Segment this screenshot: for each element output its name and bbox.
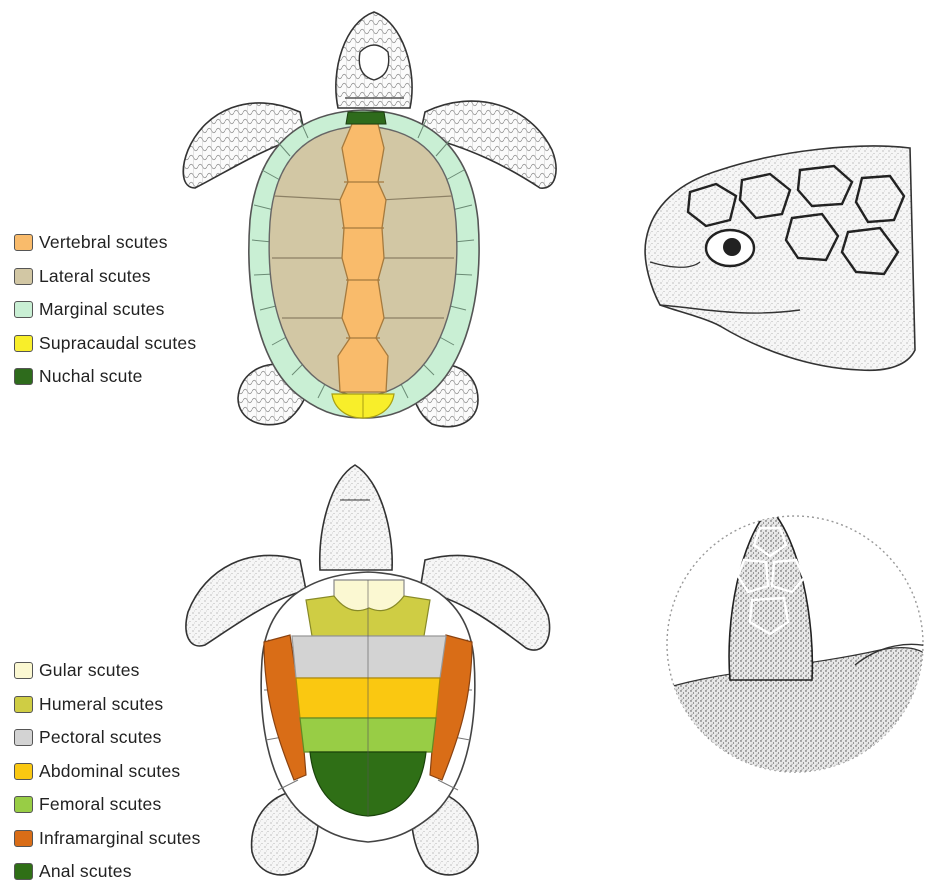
- plastron-head: [320, 465, 392, 570]
- legend-label: Lateral scutes: [39, 266, 151, 287]
- legend-label: Abdominal scutes: [39, 761, 180, 782]
- nuchal-swatch: [14, 368, 33, 385]
- pectoral-swatch: [14, 729, 33, 746]
- legend-label: Humeral scutes: [39, 694, 163, 715]
- abdominal-swatch: [14, 763, 33, 780]
- plastron-illustration: [186, 465, 550, 875]
- legend-item-gular: Gular scutes: [14, 654, 201, 688]
- head-dorsal-detail: [660, 508, 928, 780]
- femoral-swatch: [14, 796, 33, 813]
- legend-label: Nuchal scute: [39, 366, 143, 387]
- legend-item-nuchal: Nuchal scute: [14, 360, 196, 394]
- marginal-swatch: [14, 301, 33, 318]
- legend-item-anal: Anal scutes: [14, 855, 201, 889]
- plastron-legend: Gular scutes Humeral scutes Pectoral scu…: [14, 654, 201, 889]
- legend-label: Vertebral scutes: [39, 232, 168, 253]
- legend-label: Supracaudal scutes: [39, 333, 196, 354]
- gular-swatch: [14, 662, 33, 679]
- pectoral-scutes: [292, 636, 446, 678]
- legend-label: Gular scutes: [39, 660, 140, 681]
- legend-item-supracaudal: Supracaudal scutes: [14, 327, 196, 361]
- carapace-illustration: [183, 12, 556, 427]
- legend-label: Marginal scutes: [39, 299, 165, 320]
- legend-label: Pectoral scutes: [39, 727, 162, 748]
- legend-item-lateral: Lateral scutes: [14, 260, 196, 294]
- legend-item-marginal: Marginal scutes: [14, 293, 196, 327]
- legend-label: Femoral scutes: [39, 794, 161, 815]
- legend-item-inframarginal: Inframarginal scutes: [14, 822, 201, 856]
- legend-label: Inframarginal scutes: [39, 828, 201, 849]
- nuchal-scute: [346, 112, 386, 124]
- humeral-swatch: [14, 696, 33, 713]
- carapace-legend: Vertebral scutes Lateral scutes Marginal…: [14, 226, 196, 394]
- legend-item-pectoral: Pectoral scutes: [14, 721, 201, 755]
- inframarginal-swatch: [14, 830, 33, 847]
- legend-label: Anal scutes: [39, 861, 132, 882]
- anal-swatch: [14, 863, 33, 880]
- lateral-swatch: [14, 268, 33, 285]
- vertebral-swatch: [14, 234, 33, 251]
- legend-item-abdominal: Abdominal scutes: [14, 755, 201, 789]
- legend-item-femoral: Femoral scutes: [14, 788, 201, 822]
- head-profile-illustration: [645, 146, 915, 370]
- legend-item-vertebral: Vertebral scutes: [14, 226, 196, 260]
- legend-item-humeral: Humeral scutes: [14, 688, 201, 722]
- supracaudal-swatch: [14, 335, 33, 352]
- vertebral-scutes: [338, 124, 388, 392]
